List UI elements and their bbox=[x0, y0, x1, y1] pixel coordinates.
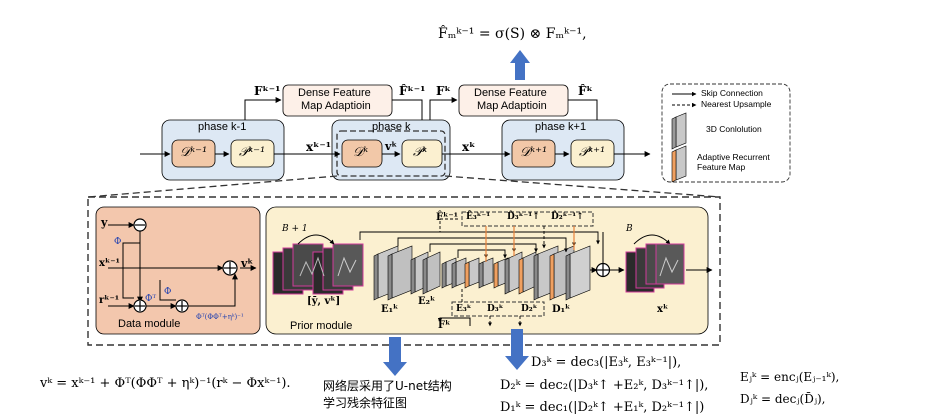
unet-skip-lines bbox=[359, 231, 601, 259]
prior-hat-D2: D̂₂ᵏ⁻¹↑ bbox=[551, 212, 584, 222]
legend-upsample-label: Nearest Upsample bbox=[701, 99, 772, 109]
v-update-equation: vᵏ = xᵏ⁻¹ + Φᵀ(ΦΦᵀ + ηᵏ)⁻¹(rᵏ − Φxᵏ⁻¹). bbox=[40, 376, 291, 391]
dense-left-label-1: Dense Feature bbox=[298, 87, 371, 99]
prior-hat-F: F̂ᵏ⁻¹ bbox=[436, 212, 458, 223]
residual-plus-marks bbox=[597, 264, 609, 276]
data-module-title: Data module bbox=[118, 318, 181, 330]
unet-blocks bbox=[373, 245, 591, 301]
dense-right-label-2: Map Adaptioin bbox=[477, 100, 547, 112]
label-P-prev: 𝒫ᵏ⁻¹ bbox=[239, 145, 266, 160]
legend-adaptive-shape bbox=[671, 145, 687, 183]
chinese-note-line-2: 学习残余特征图 bbox=[323, 396, 408, 410]
data-inv: Φᵀ(ΦΦᵀ+ηᵏ)⁻¹ bbox=[196, 313, 244, 321]
expansion-line-right bbox=[444, 175, 721, 198]
prior-output-flow bbox=[437, 232, 713, 326]
prior-D1: D₁ᵏ bbox=[552, 304, 571, 315]
expansion-line-left bbox=[87, 175, 338, 198]
top-output-arrow bbox=[510, 50, 530, 80]
data-phi-t: Φᵀ bbox=[145, 294, 157, 304]
dense-right-label-1: Dense Feature bbox=[474, 87, 547, 99]
loop-arc-left bbox=[297, 234, 335, 245]
signal-x-cur: xᵏ bbox=[462, 140, 476, 154]
output-image-stack bbox=[625, 243, 685, 293]
data-r: rᵏ⁻¹ bbox=[99, 295, 120, 306]
prior-E1: E₁ᵏ bbox=[381, 304, 399, 315]
prior-B: B bbox=[626, 224, 633, 234]
prior-E2: E₂ᵏ bbox=[418, 296, 436, 307]
label-P-next: 𝒫ᵏ⁺¹ bbox=[579, 145, 606, 160]
data-phi-2: Φ bbox=[164, 287, 172, 297]
down-arrow-right bbox=[505, 329, 529, 370]
prior-x-out: xᵏ bbox=[657, 304, 669, 315]
data-module-op-marks bbox=[135, 224, 236, 311]
data-v: vᵏ bbox=[241, 257, 254, 270]
signal-x-prev: xᵏ⁻¹ bbox=[306, 140, 332, 154]
data-module-ops bbox=[133, 218, 238, 313]
signal-F-hat-cur: F̂ᵏ bbox=[578, 84, 593, 98]
prior-D2: D₂ᵏ bbox=[521, 304, 538, 314]
phase-right-label: phase k+1 bbox=[535, 121, 587, 133]
prior-hint-dashed bbox=[461, 211, 594, 227]
prior-hint-dashed-bottom bbox=[451, 301, 545, 317]
signal-F-prev: Fᵏ⁻¹ bbox=[254, 84, 281, 98]
prior-module-title: Prior module bbox=[290, 320, 353, 332]
label-P-cur: 𝒫ᵏ bbox=[413, 145, 428, 160]
decoder-eq-1: D₁ᵏ = dec₁(|D₂ᵏ↑ +E₁ᵏ, D₂ᵏ⁻¹↑|) bbox=[500, 400, 705, 415]
encoder-eq: Eⱼᵏ = encⱼ(Eⱼ₋₁ᵏ), bbox=[740, 370, 840, 384]
prior-F-out: Fᵏ bbox=[438, 320, 451, 331]
prior-B1: B + 1 bbox=[282, 224, 308, 234]
prior-hat-E3: Ê₃ᵏ⁻¹ bbox=[466, 212, 491, 222]
decoder-eq-3: D₃ᵏ = dec₃(|E₃ᵏ, E₃ᵏ⁻¹|), bbox=[531, 355, 682, 370]
prior-hat-D3: D̂₃ᵏ⁻¹↑ bbox=[507, 212, 540, 222]
data-x-prev: xᵏ⁻¹ bbox=[99, 258, 120, 269]
legend-adaptive-label-2: Feature Map bbox=[697, 162, 746, 172]
orange-connectors bbox=[485, 226, 575, 262]
data-module-wiring bbox=[108, 222, 257, 309]
legend-adaptive-label-1: Adaptive Recurrent bbox=[697, 152, 770, 162]
signal-v-cur: vᵏ bbox=[385, 140, 398, 153]
data-y: y bbox=[101, 216, 108, 229]
legend-box bbox=[661, 83, 791, 183]
dense-left-label-2: Map Adaptioin bbox=[301, 100, 371, 112]
decoder-eq-2: D₂ᵏ = dec₂(|D₃ᵏ↑ +E₂ᵏ, D₃ᵏ⁻¹↑|), bbox=[500, 378, 709, 393]
label-D-prev: 𝒟ᵏ⁻¹ bbox=[180, 145, 208, 160]
prior-E3: E₃ᵏ bbox=[456, 304, 472, 314]
legend-conv-label: 3D Conlolution bbox=[706, 124, 762, 134]
signal-F-hat-prev: F̂ᵏ⁻¹ bbox=[399, 84, 426, 98]
legend-skip-label: Skip Connection bbox=[701, 88, 763, 98]
signal-F-cur: Fᵏ bbox=[436, 84, 451, 98]
decoder-eq-j: Dⱼᵏ = decⱼ(D̄ⱼ), bbox=[740, 392, 826, 406]
label-D-cur: 𝒟ᵏ bbox=[353, 145, 369, 160]
label-D-next: 𝒟ᵏ⁺¹ bbox=[520, 145, 548, 160]
chinese-note-line-1: 网络层采用了U-net结构 bbox=[323, 379, 452, 393]
input-image-stack bbox=[272, 243, 364, 295]
phase-left-label: phase k-1 bbox=[198, 121, 247, 133]
phase-center-label: phase k bbox=[372, 121, 411, 133]
data-phi: Φ bbox=[114, 237, 122, 247]
top-equation: F̂ₘᵏ⁻¹ = σ(S) ⊗ Fₘᵏ⁻¹, bbox=[438, 26, 587, 42]
expanded-detail-box bbox=[87, 196, 721, 346]
legend-conv-shape bbox=[671, 112, 687, 150]
down-arrow-left bbox=[383, 337, 407, 376]
prior-input-label: [ȳ, vᵏ] bbox=[307, 296, 341, 307]
loop-arc-right bbox=[633, 234, 671, 245]
prior-D3: D₃ᵏ bbox=[487, 304, 504, 314]
